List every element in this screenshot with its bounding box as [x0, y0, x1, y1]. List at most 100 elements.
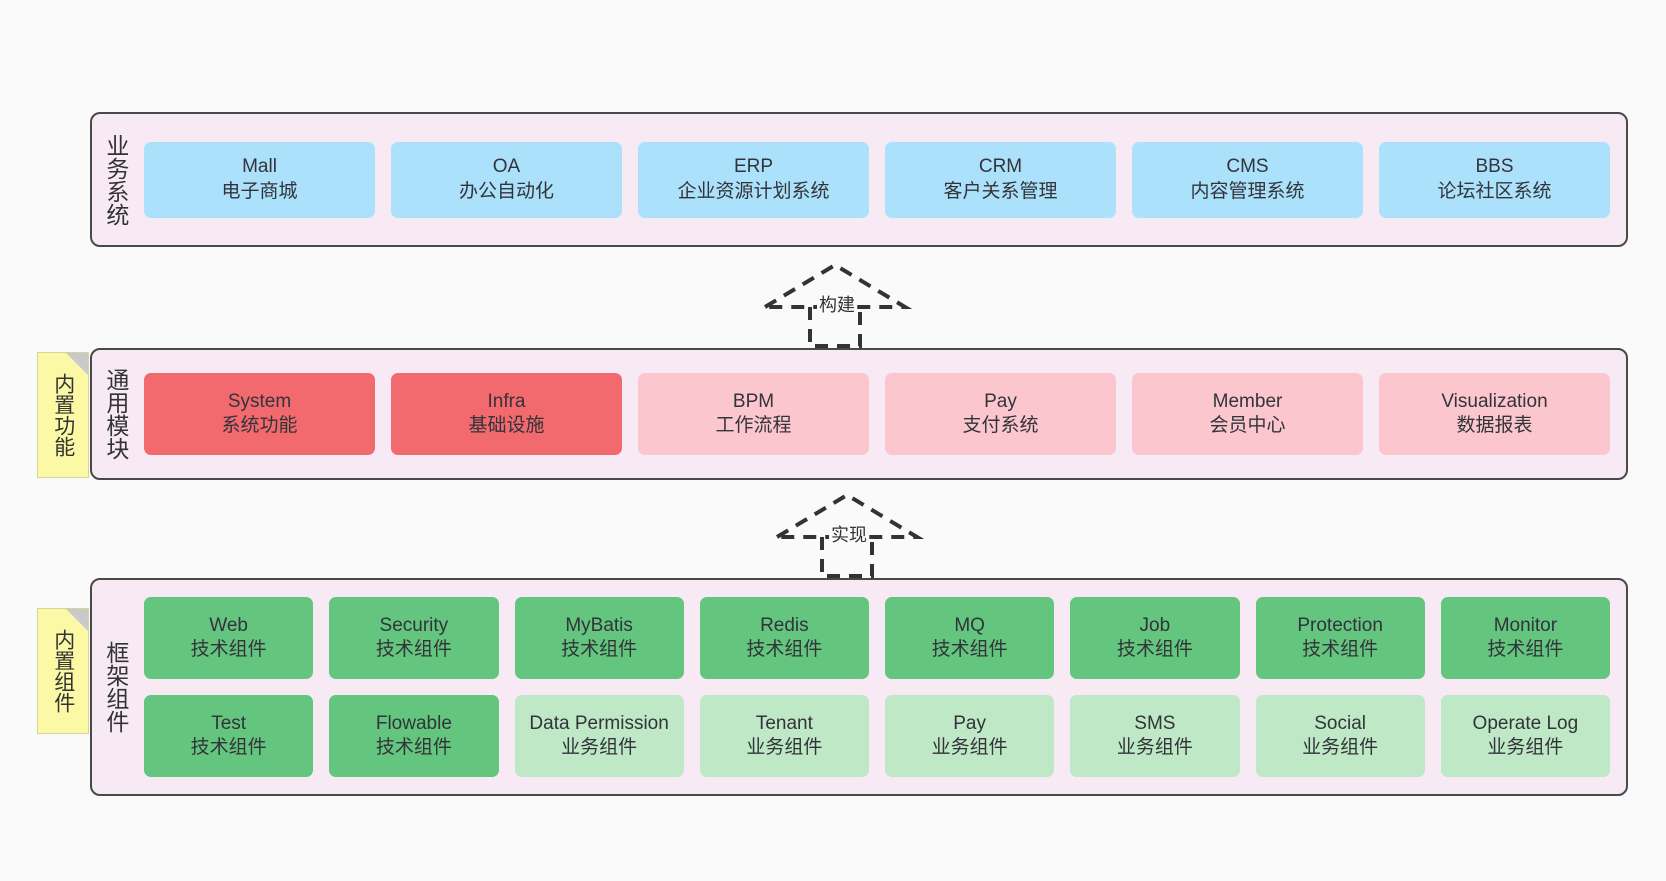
card-system[interactable]: System 系统功能 [144, 373, 375, 455]
card-subtitle: 技术组件 [931, 639, 1008, 660]
card-subtitle: 会员中心 [1209, 415, 1286, 436]
layer-framework-components-cards: Web 技术组件 Security 技术组件 MyBatis 技术组件 Redi… [138, 580, 1626, 794]
card-subtitle: 工作流程 [715, 415, 792, 436]
card-subtitle: 技术组件 [375, 639, 452, 660]
card-subtitle: 数据报表 [1456, 415, 1533, 436]
card-flowable[interactable]: Flowable 技术组件 [329, 695, 499, 777]
sticky-note-label: 内置功能 [51, 373, 75, 457]
card-subtitle: 技术组件 [561, 639, 638, 660]
layer-business-systems-cards: Mall 电子商城 OA 办公自动化 ERP 企业资源计划系统 CRM 客户关系… [138, 114, 1626, 245]
card-title: Social [1314, 712, 1366, 734]
card-subtitle: 技术组件 [746, 639, 823, 660]
card-erp[interactable]: ERP 企业资源计划系统 [638, 141, 869, 218]
card-subtitle: 业务组件 [1302, 737, 1379, 758]
connector-implement: 实现 [772, 492, 925, 578]
card-monitor[interactable]: Monitor 技术组件 [1440, 597, 1610, 679]
layer-common-modules: 通用模块 System 系统功能 Infra 基础设施 BPM 工作流程 Pay… [90, 348, 1628, 480]
sticky-note-label: 内置组件 [51, 629, 75, 713]
card-subtitle: 业务组件 [1487, 737, 1564, 758]
card-title: Test [211, 712, 247, 734]
card-title: OA [492, 156, 521, 178]
card-title: Security [379, 614, 449, 636]
connector-implement-label: 实现 [829, 521, 869, 547]
card-subtitle: 电子商城 [221, 180, 298, 202]
card-title: Flowable [375, 712, 452, 734]
layer-business-systems: 业务系统 Mall 电子商城 OA 办公自动化 ERP 企业资源计划系统 CRM… [90, 112, 1628, 247]
arrow-head-triangle [775, 492, 925, 539]
card-subtitle: 技术组件 [190, 737, 267, 758]
card-subtitle: 技术组件 [375, 737, 452, 758]
connector-build: 构建 [760, 262, 913, 348]
card-row: System 系统功能 Infra 基础设施 BPM 工作流程 Pay 支付系统… [144, 373, 1610, 455]
card-subtitle: 系统功能 [221, 415, 298, 436]
card-cms[interactable]: CMS 内容管理系统 [1132, 141, 1363, 218]
card-title: System [227, 390, 292, 412]
card-mq[interactable]: MQ 技术组件 [885, 597, 1055, 679]
layer-common-modules-cards: System 系统功能 Infra 基础设施 BPM 工作流程 Pay 支付系统… [138, 350, 1626, 478]
card-title: Pay [953, 712, 986, 734]
card-infra[interactable]: Infra 基础设施 [391, 373, 622, 455]
card-subtitle: 业务组件 [931, 737, 1008, 758]
card-title: BBS [1475, 156, 1514, 178]
card-mall[interactable]: Mall 电子商城 [144, 141, 375, 218]
card-bbs[interactable]: BBS 论坛社区系统 [1379, 141, 1610, 218]
card-mybatis[interactable]: MyBatis 技术组件 [514, 597, 684, 679]
card-title: CMS [1226, 156, 1269, 178]
card-subtitle: 业务组件 [746, 737, 823, 758]
card-subtitle: 内容管理系统 [1190, 180, 1305, 202]
layer-common-modules-title: 通用模块 [102, 368, 129, 460]
card-row: Web 技术组件 Security 技术组件 MyBatis 技术组件 Redi… [144, 597, 1610, 679]
card-title: ERP [733, 156, 774, 178]
layer-business-systems-title: 业务系统 [102, 133, 129, 226]
card-redis[interactable]: Redis 技术组件 [699, 597, 869, 679]
card-data-permission[interactable]: Data Permission 业务组件 [514, 695, 684, 777]
card-title: BPM [732, 390, 775, 412]
card-oa[interactable]: OA 办公自动化 [391, 141, 622, 218]
card-subtitle: 业务组件 [1116, 737, 1193, 758]
card-subtitle: 论坛社区系统 [1437, 180, 1552, 202]
card-social[interactable]: Social 业务组件 [1255, 695, 1425, 777]
card-title: MQ [954, 614, 985, 636]
card-title: Monitor [1493, 614, 1558, 636]
card-subtitle: 业务组件 [561, 737, 638, 758]
card-title: Job [1139, 614, 1171, 636]
card-protection[interactable]: Protection 技术组件 [1255, 597, 1425, 679]
card-subtitle: 技术组件 [1487, 639, 1564, 660]
card-title: Mall [242, 156, 277, 178]
card-title: Protection [1297, 614, 1383, 636]
sticky-note-builtin-features: 内置功能 [37, 352, 89, 478]
card-operate-log[interactable]: Operate Log 业务组件 [1440, 695, 1610, 777]
card-member[interactable]: Member 会员中心 [1132, 373, 1363, 455]
card-subtitle: 企业资源计划系统 [677, 180, 830, 202]
folded-corner-icon [66, 609, 88, 631]
card-bpm[interactable]: BPM 工作流程 [638, 373, 869, 455]
arrow-head-triangle [763, 262, 913, 309]
card-pay-component[interactable]: Pay 业务组件 [885, 695, 1055, 777]
card-row: Test 技术组件 Flowable 技术组件 Data Permission … [144, 695, 1610, 777]
card-subtitle: 技术组件 [1302, 639, 1379, 660]
card-title: Member [1212, 390, 1283, 412]
card-subtitle: 支付系统 [962, 415, 1039, 436]
sticky-note-builtin-components: 内置组件 [37, 608, 89, 734]
card-title: Operate Log [1472, 712, 1579, 734]
card-visualization[interactable]: Visualization 数据报表 [1379, 373, 1610, 455]
card-tenant[interactable]: Tenant 业务组件 [699, 695, 869, 777]
card-subtitle: 技术组件 [190, 639, 267, 660]
card-title: Tenant [755, 712, 813, 734]
card-crm[interactable]: CRM 客户关系管理 [885, 141, 1116, 218]
card-row: Mall 电子商城 OA 办公自动化 ERP 企业资源计划系统 CRM 客户关系… [144, 141, 1610, 218]
card-test[interactable]: Test 技术组件 [144, 695, 314, 777]
card-job[interactable]: Job 技术组件 [1070, 597, 1240, 679]
card-title: SMS [1134, 712, 1176, 734]
card-title: CRM [978, 156, 1023, 178]
card-title: Pay [984, 390, 1017, 412]
card-title: Redis [760, 614, 809, 636]
card-sms[interactable]: SMS 业务组件 [1070, 695, 1240, 777]
card-web[interactable]: Web 技术组件 [144, 597, 314, 679]
card-title: MyBatis [565, 614, 633, 636]
card-title: Visualization [1441, 390, 1548, 412]
card-title: Web [209, 614, 248, 636]
card-pay-module[interactable]: Pay 支付系统 [885, 373, 1116, 455]
card-security[interactable]: Security 技术组件 [329, 597, 499, 679]
